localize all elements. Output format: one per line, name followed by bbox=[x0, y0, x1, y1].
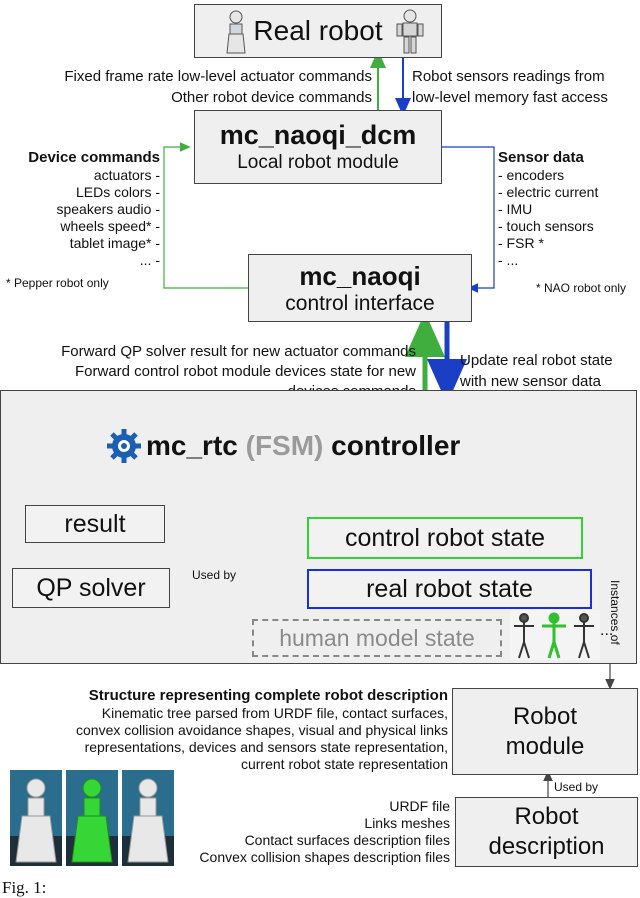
gear-icon bbox=[107, 429, 141, 463]
device-command-item: speakers audio - bbox=[56, 201, 160, 217]
module-used-by-label: Used by bbox=[554, 780, 599, 794]
sensor-data-item: - ... bbox=[498, 252, 519, 268]
device-command-item: LEDs colors - bbox=[75, 184, 160, 200]
robot-module-box: Robot module bbox=[452, 688, 638, 775]
file-item: URDF file bbox=[389, 798, 450, 814]
controller-title-suffix: controller bbox=[331, 430, 461, 461]
control-robot-state-box: control robot state bbox=[307, 517, 583, 559]
structure-line: convex collision avoidance shapes, visua… bbox=[76, 722, 448, 738]
robot-model-renders bbox=[10, 770, 174, 866]
figure-caption: Fig. 1: bbox=[2, 878, 47, 897]
naoqi-title: mc_naoqi bbox=[299, 260, 421, 291]
device-commands-title: Device commands bbox=[28, 149, 160, 166]
left-top-notes: Fixed frame rate low-level actuator comm… bbox=[0, 66, 372, 108]
sensor-data-item: - touch sensors bbox=[498, 218, 594, 234]
nao-footnote: * NAO robot only bbox=[536, 281, 627, 295]
structure-line: current robot state representation bbox=[240, 756, 448, 772]
note-line: Forward QP solver result for new actuato… bbox=[61, 343, 416, 360]
robot-module-line1: Robot bbox=[512, 702, 578, 730]
pepper-footnote: * Pepper robot only bbox=[6, 276, 109, 290]
note-line: with new sensor data bbox=[460, 373, 601, 390]
human-model-state-box: human model state bbox=[252, 619, 502, 657]
human-model-thumbnails bbox=[510, 610, 600, 660]
real-robot-state-box: real robot state bbox=[307, 569, 592, 609]
robot-description-line1: Robot bbox=[514, 803, 579, 830]
controller-title-fsm: (FSM) bbox=[245, 430, 324, 461]
note-line: Robot sensors readings from bbox=[412, 68, 605, 85]
sensor-data-block: Sensor data - encoders - electric curren… bbox=[498, 148, 640, 269]
device-commands-block: Device commands actuators - LEDs colors … bbox=[0, 148, 160, 269]
qp-solver-label: QP solver bbox=[36, 573, 146, 602]
mc-naoqi-box: mc_naoqi control interface bbox=[248, 254, 472, 322]
naoqi-subtitle: control interface bbox=[285, 291, 435, 315]
nao-robot-icon bbox=[396, 9, 424, 54]
device-command-item: tablet image* - bbox=[69, 235, 160, 251]
used-by-label: Used by bbox=[192, 568, 237, 582]
device-commands-link bbox=[163, 142, 248, 289]
note-line: Forward control robot module devices sta… bbox=[75, 363, 416, 380]
file-item: Links meshes bbox=[364, 815, 450, 831]
sensor-data-item: - electric current bbox=[498, 184, 599, 200]
update-notes: Update real robot state with new sensor … bbox=[460, 350, 640, 392]
file-item: Convex collision shapes description file… bbox=[199, 849, 450, 865]
structure-line: representations, devices and sensors sta… bbox=[84, 739, 448, 755]
controller-title-main: mc_rtc bbox=[146, 430, 238, 461]
thumbnails-ellipsis: ... bbox=[600, 622, 614, 639]
control-robot-state-label: control robot state bbox=[344, 523, 546, 552]
device-command-item: ... - bbox=[139, 252, 160, 268]
note-line: Update real robot state bbox=[460, 352, 613, 369]
sensor-data-link bbox=[440, 146, 495, 293]
note-line: low-level memory fast access bbox=[412, 89, 608, 106]
sensor-data-item: - encoders bbox=[498, 167, 565, 183]
file-item: Contact surfaces description files bbox=[244, 832, 450, 848]
files-list: URDF file Links meshes Contact surfaces … bbox=[180, 798, 450, 866]
real-robot-state-label: real robot state bbox=[366, 574, 533, 603]
dcm-title: mc_naoqi_dcm bbox=[219, 120, 417, 150]
note-line: Fixed frame rate low-level actuator comm… bbox=[64, 68, 372, 85]
dcm-subtitle: Local robot module bbox=[237, 152, 399, 173]
controller-title: mc_rtc (FSM) controller bbox=[146, 430, 460, 462]
device-command-item: wheels speed* - bbox=[60, 218, 160, 234]
robot-module-line2: module bbox=[505, 732, 585, 760]
result-box: result bbox=[25, 505, 165, 543]
instances-of-label: Instances of bbox=[608, 580, 622, 645]
sensor-data-title: Sensor data bbox=[498, 149, 584, 166]
structure-title: Structure representing complete robot de… bbox=[88, 687, 448, 704]
qp-solver-box: QP solver bbox=[12, 568, 170, 608]
sensor-data-item: - IMU bbox=[498, 201, 533, 217]
right-top-notes: Robot sensors readings from low-level me… bbox=[412, 66, 640, 108]
human-model-state-label: human model state bbox=[279, 624, 475, 651]
sensor-data-item: - FSR * bbox=[498, 235, 544, 251]
robot-description-line2: description bbox=[488, 833, 605, 860]
robot-description-box: Robot description bbox=[455, 797, 638, 867]
note-line: Other robot device commands bbox=[171, 89, 372, 106]
real-robot-box: Real robot bbox=[194, 4, 442, 58]
pepper-robot-icon bbox=[226, 10, 246, 54]
mc-naoqi-dcm-box: mc_naoqi_dcm Local robot module bbox=[194, 110, 442, 184]
result-label: result bbox=[64, 509, 126, 538]
structure-description: Structure representing complete robot de… bbox=[0, 686, 448, 773]
device-command-item: actuators - bbox=[93, 167, 160, 183]
structure-line: Kinematic tree parsed from URDF file, co… bbox=[101, 705, 448, 721]
real-robot-title: Real robot bbox=[253, 15, 383, 46]
